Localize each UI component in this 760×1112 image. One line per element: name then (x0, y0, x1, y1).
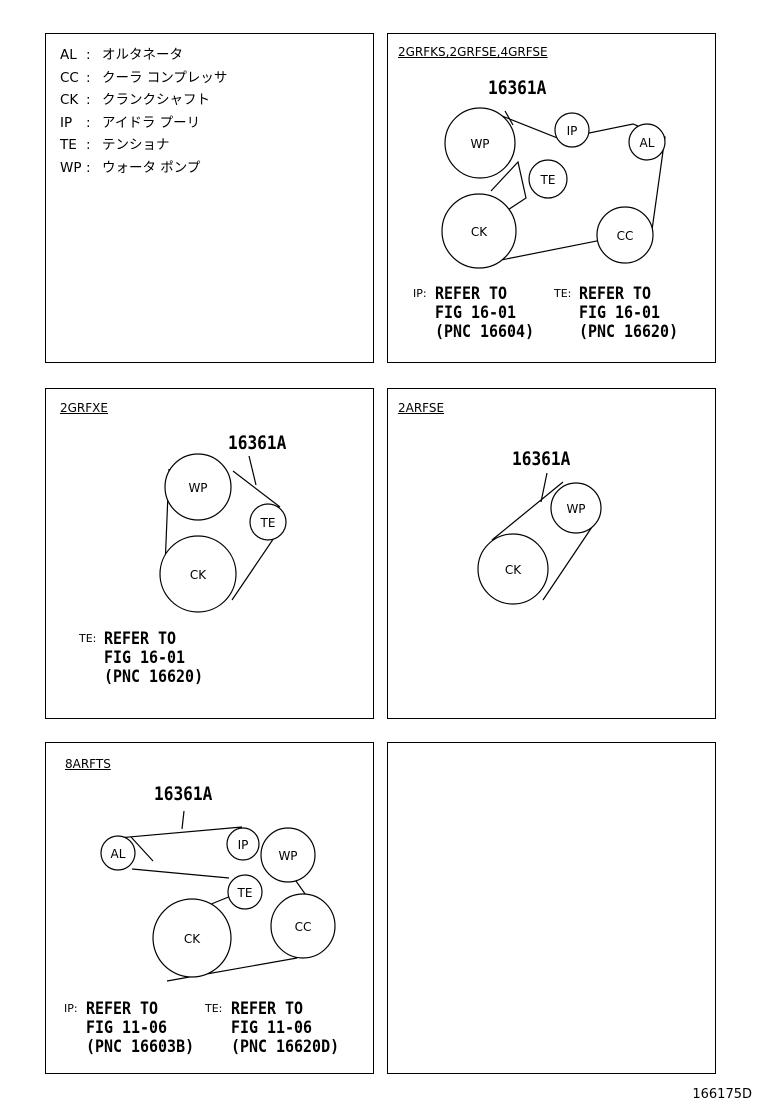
ck-label: CK (184, 932, 201, 946)
ck-pulley (441, 193, 517, 269)
al-pulley (628, 123, 666, 161)
legend-row-cc: CC:クーラ コンプレッサ (60, 69, 228, 86)
panel-2arfse: 2ARFSE 16361A WP CK (387, 388, 716, 719)
belt-part-number: 16361A (228, 432, 287, 454)
belt-part-number: 16361A (512, 448, 571, 470)
cc-label: CC (295, 920, 312, 934)
te-pulley (227, 874, 263, 910)
te-label: TE (237, 886, 253, 900)
ip-label: IP (238, 838, 249, 852)
legend-row-ip: IP:アイドラ プーリ (60, 114, 201, 131)
ip-pulley (226, 827, 260, 861)
ip-pulley (554, 112, 590, 148)
wp-pulley (550, 482, 602, 534)
panel-title: 8ARFTS (65, 757, 111, 771)
te-pulley (249, 503, 287, 541)
catalog-number: 166175D (692, 1087, 752, 1102)
wp-label: WP (278, 849, 297, 863)
panel-title: 2GRFXE (60, 401, 108, 415)
belt-routing-diagram: WP CK (477, 472, 602, 605)
al-label: AL (640, 136, 655, 150)
wp-label: WP (470, 137, 489, 151)
cc-label: CC (617, 229, 634, 243)
ip-label: IP (567, 124, 578, 138)
wp-pulley (260, 827, 316, 883)
al-label: AL (111, 847, 126, 861)
belt-part-number: 16361A (488, 77, 547, 99)
belt-part-number: 16361A (154, 783, 213, 805)
legend-row-wp: WP:ウォータ ポンプ (60, 159, 201, 176)
wp-pulley (164, 453, 232, 521)
cc-pulley (270, 893, 336, 959)
ck-label: CK (190, 568, 207, 582)
legend-row-ck: CK:クランクシャフト (60, 92, 210, 108)
te-pulley (528, 159, 568, 199)
cc-pulley (596, 206, 654, 264)
panel-8arfts: 8ARFTS 16361A AL IP WP TE CK CC IP: REFE… (45, 742, 374, 1074)
panel-title: 2GRFKS,2GRFSE,4GRFSE (398, 45, 548, 59)
panel-2grfxe: 2GRFXE 16361A WP TE CK TE: REFER TO FIG … (45, 388, 374, 719)
legend-panel: AL:オルタネータ CC:クーラ コンプレッサ CK:クランクシャフト IP:ア… (45, 33, 374, 363)
abbreviation-legend: AL:オルタネータ CC:クーラ コンプレッサ CK:クランクシャフト IP:ア… (60, 44, 227, 179)
wp-label: WP (188, 481, 207, 495)
panel-title: 2ARFSE (398, 401, 445, 415)
te-label: TE (260, 516, 276, 530)
al-pulley (100, 835, 136, 871)
belt-routing-diagram: AL IP WP TE CK CC (100, 810, 336, 982)
belt-routing-diagram: WP TE CK (159, 453, 287, 613)
te-label: TE (540, 173, 556, 187)
legend-row-al: AL:オルタネータ (60, 47, 183, 63)
wp-pulley (444, 107, 516, 179)
panel-2grfks-2grfse-4grfse: 2GRFKS,2GRFSE,4GRFSE 16361A WP IP AL TE … (387, 33, 716, 363)
ck-pulley (477, 533, 549, 605)
legend-row-te: TE:テンショナ (60, 137, 170, 153)
ck-label: CK (471, 225, 488, 239)
wp-label: WP (566, 502, 585, 516)
ck-label: CK (505, 563, 522, 577)
ck-pulley (152, 898, 232, 978)
empty-panel (387, 742, 716, 1074)
belt-routing-diagram: WP IP AL TE CK CC (441, 107, 666, 269)
ck-pulley (159, 535, 237, 613)
